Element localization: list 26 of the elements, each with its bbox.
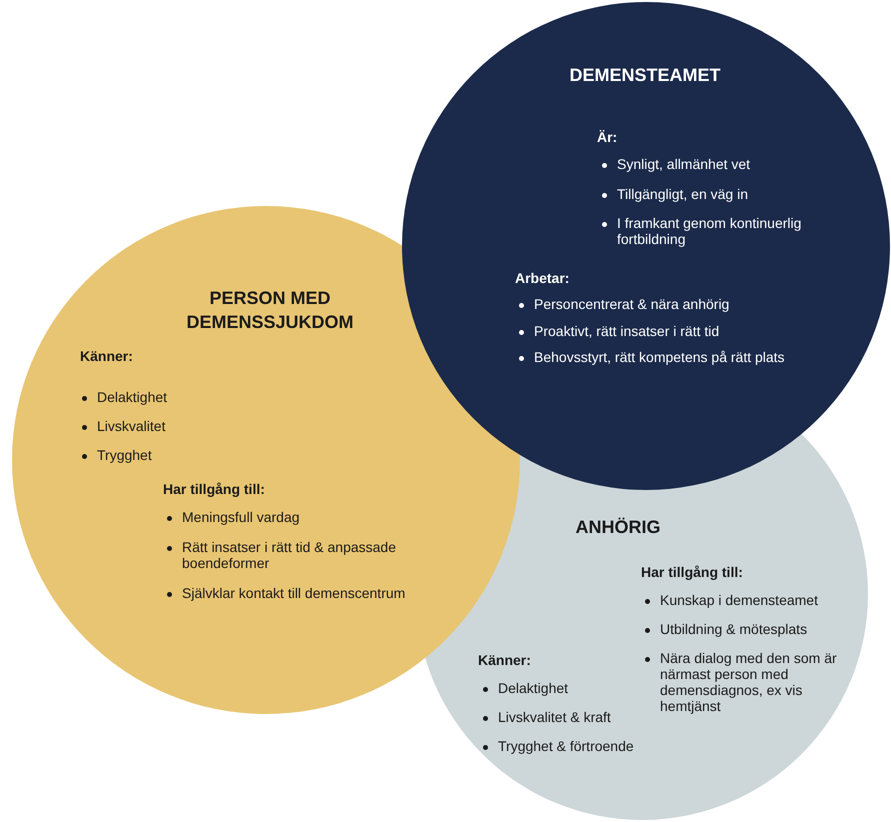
list-item: Delaktighet — [97, 389, 168, 405]
list-item: Livskvalitet — [97, 418, 166, 434]
section-heading: Är: — [597, 129, 618, 145]
list-item: Rätt insatser i rätt tid & anpassade boendeformer — [182, 539, 397, 571]
section-heading: Arbetar: — [515, 270, 570, 286]
section-heading: Har tillgång till: — [163, 481, 266, 497]
list-item: Synligt, allmänhet vet — [617, 156, 752, 172]
list-item: Kunskap i demensteamet — [660, 592, 819, 608]
list-item: Nära dialog med den som är närmast person med demensdiagnos, ex vis hemtjänst — [660, 650, 838, 714]
list-item: Behovsstyrt, rätt kompetens på rätt plats — [534, 349, 786, 365]
circle-title: PERSON MED DEMENSSJUKDOM — [185, 287, 355, 334]
list-item: Utbildning & mötesplats — [660, 621, 808, 637]
list-item: Meningsfull vardag — [182, 509, 301, 525]
circle-title: ANHÖRIG — [574, 516, 662, 539]
list-item: Livskvalitet & kraft — [498, 709, 612, 725]
circle-title: DEMENSTEAMET — [568, 64, 722, 87]
section-heading: Känner: — [478, 652, 532, 668]
section-heading: Känner: — [80, 348, 134, 364]
list-item: Tillgängligt, en väg in — [617, 186, 750, 202]
list-item: I framkant genom kontinuerlig fortbildning — [617, 215, 802, 247]
section-heading: Har tillgång till: — [641, 564, 744, 580]
list-item: Självklar kontakt till demenscentrum — [182, 585, 406, 601]
list-item: Proaktivt, rätt insatser i rätt tid — [534, 323, 720, 339]
list-item: Trygghet — [97, 447, 153, 463]
list-item: Personcentrerat & nära anhörig — [534, 296, 730, 312]
list-item: Trygghet & förtroende — [498, 738, 635, 754]
